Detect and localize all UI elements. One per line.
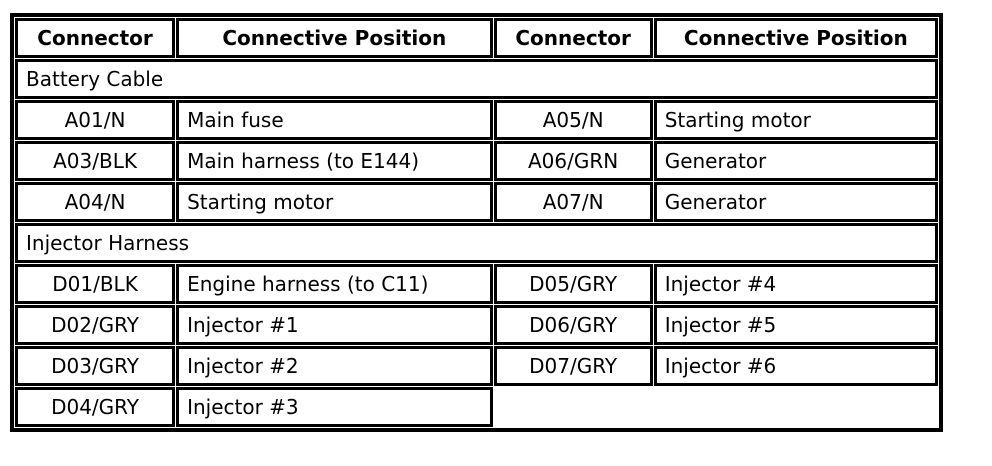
- connector-cell: D05/GRY: [493, 264, 653, 304]
- table-row: A03/BLK Main harness (to E144) A06/GRN G…: [15, 141, 938, 181]
- table-row: D03/GRY Injector #2 D07/GRY Injector #6: [15, 346, 938, 386]
- table-row: D02/GRY Injector #1 D06/GRY Injector #5: [15, 305, 938, 345]
- header-row: Connector Connective Position Connector …: [15, 18, 938, 58]
- position-cell: Injector #6: [653, 346, 938, 386]
- connector-cell: D04/GRY: [15, 387, 176, 427]
- empty-cell: [493, 387, 938, 427]
- position-cell: Engine harness (to C11): [176, 264, 493, 304]
- connector-cell: D06/GRY: [493, 305, 653, 345]
- position-cell: Injector #2: [176, 346, 493, 386]
- position-cell: Injector #5: [653, 305, 938, 345]
- position-cell: Generator: [653, 182, 938, 222]
- section-title-injector-harness: Injector Harness: [15, 223, 938, 263]
- connector-cell: A07/N: [493, 182, 653, 222]
- position-cell: Starting motor: [176, 182, 493, 222]
- column-header-connector-right: Connector: [493, 18, 653, 58]
- connector-cell: A03/BLK: [15, 141, 176, 181]
- connector-cell: A06/GRN: [493, 141, 653, 181]
- connector-cell: D03/GRY: [15, 346, 176, 386]
- column-header-connector-left: Connector: [15, 18, 176, 58]
- connector-cell: A01/N: [15, 100, 176, 140]
- table-row: A01/N Main fuse A05/N Starting motor: [15, 100, 938, 140]
- position-cell: Injector #1: [176, 305, 493, 345]
- section-row-battery-cable: Battery Cable: [15, 59, 938, 99]
- column-header-position-left: Connective Position: [176, 18, 493, 58]
- position-cell: Injector #4: [653, 264, 938, 304]
- connector-cell: D01/BLK: [15, 264, 176, 304]
- connector-cell: A04/N: [15, 182, 176, 222]
- connector-position-table: Connector Connective Position Connector …: [10, 13, 943, 432]
- position-cell: Injector #3: [176, 387, 493, 427]
- position-cell: Starting motor: [653, 100, 938, 140]
- connector-cell: D02/GRY: [15, 305, 176, 345]
- position-cell: Main fuse: [176, 100, 493, 140]
- section-title-battery-cable: Battery Cable: [15, 59, 938, 99]
- connector-position-table-container: Connector Connective Position Connector …: [10, 13, 943, 432]
- position-cell: Generator: [653, 141, 938, 181]
- table-row: A04/N Starting motor A07/N Generator: [15, 182, 938, 222]
- table-row: D04/GRY Injector #3: [15, 387, 938, 427]
- connector-cell: A05/N: [493, 100, 653, 140]
- connector-cell: D07/GRY: [493, 346, 653, 386]
- section-row-injector-harness: Injector Harness: [15, 223, 938, 263]
- column-header-position-right: Connective Position: [653, 18, 938, 58]
- table-row: D01/BLK Engine harness (to C11) D05/GRY …: [15, 264, 938, 304]
- position-cell: Main harness (to E144): [176, 141, 493, 181]
